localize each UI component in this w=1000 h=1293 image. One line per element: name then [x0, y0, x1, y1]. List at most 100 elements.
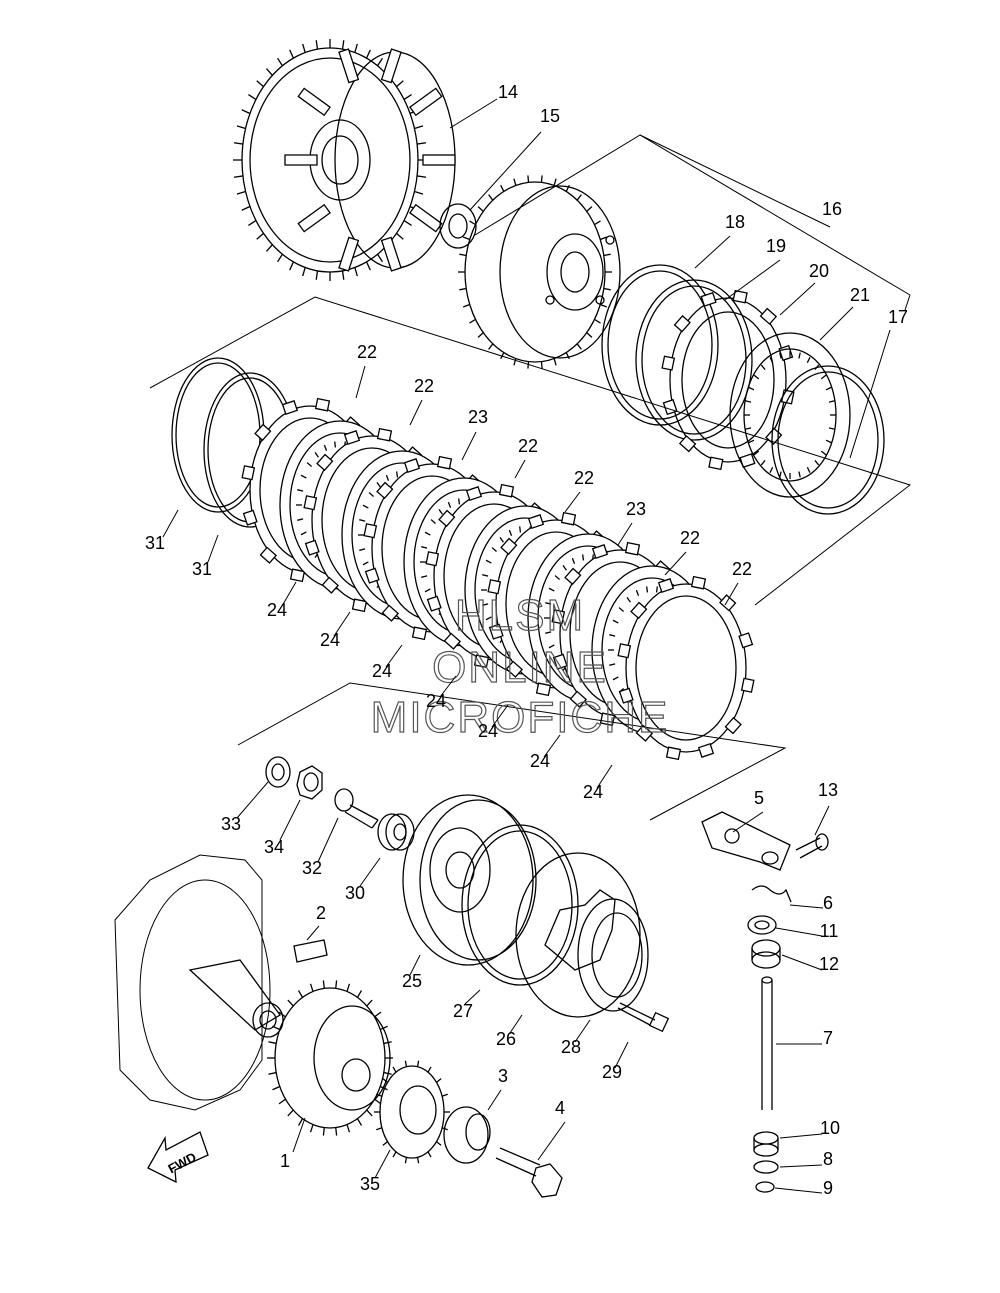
circlip-part-9 [755, 1181, 775, 1193]
leader-line [359, 857, 381, 887]
oil-seal-part-11 [747, 915, 777, 935]
crankcase-outline [114, 854, 284, 1111]
diaphragm-spring-part-26 [515, 852, 641, 1018]
washer-part-33 [265, 756, 291, 788]
leader-line [537, 1121, 566, 1161]
callout-4: 4 [555, 1098, 565, 1118]
watermark-line-2: ONLINE [432, 643, 608, 692]
leader-line [374, 1149, 391, 1179]
callout-31: 31 [145, 533, 165, 553]
callout-13: 13 [818, 780, 838, 800]
callout-24: 24 [372, 661, 392, 681]
leader-line [292, 1117, 306, 1153]
leader-line [543, 734, 561, 758]
leader-line [596, 764, 613, 789]
callout-10: 10 [820, 1118, 840, 1138]
callout-31: 31 [192, 559, 212, 579]
leader-line [514, 459, 526, 479]
callout-24: 24 [320, 630, 340, 650]
release-lever-part-5 [701, 811, 791, 871]
leader-line [317, 817, 339, 863]
bolt-part-4 [495, 1147, 563, 1198]
callout-24: 24 [426, 691, 446, 711]
bearing-part-12 [751, 939, 781, 969]
callout-15: 15 [540, 106, 560, 126]
leader-line [355, 365, 366, 399]
clutch-plate-part-21 [729, 332, 851, 498]
callout-24: 24 [530, 751, 550, 771]
callout-35: 35 [360, 1174, 380, 1194]
callout-9: 9 [823, 1178, 833, 1198]
callout-2: 2 [316, 903, 326, 923]
watermark-line-1: HLSM [455, 591, 585, 640]
callout-19: 19 [766, 236, 786, 256]
washer-part-8 [753, 1160, 779, 1174]
wire-circlip-part-17 [771, 365, 885, 515]
leader-line [333, 611, 351, 637]
callout-22: 22 [680, 528, 700, 548]
callout-leader-lines [162, 98, 891, 1194]
clutch-boss [458, 175, 621, 369]
pressure-plate-bracket [237, 682, 787, 821]
callout-34: 34 [264, 837, 284, 857]
plate-stack-bracket [149, 296, 912, 606]
callout-22: 22 [414, 376, 434, 396]
leader-line [779, 282, 816, 316]
leader-line [779, 1133, 823, 1139]
leader-line [814, 805, 830, 836]
nut-part-34 [296, 765, 323, 800]
callout-labels: 1234567891011121314151617181920212222222… [145, 82, 908, 1198]
callout-22: 22 [357, 342, 377, 362]
leader-line [449, 98, 498, 129]
leader-line [491, 704, 509, 728]
leader-line [781, 954, 823, 971]
leader-line [639, 134, 831, 228]
leader-line [614, 1041, 629, 1069]
callout-29: 29 [602, 1062, 622, 1082]
bolt-part-13 [795, 833, 829, 859]
leader-line [236, 781, 269, 819]
leader-line [162, 509, 179, 538]
push-lever-shaft-part-7 [761, 976, 773, 1110]
callout-11: 11 [820, 921, 839, 941]
callout-20: 20 [809, 261, 829, 281]
diaphragm-ring-part-27 [461, 824, 579, 986]
callout-24: 24 [583, 782, 603, 802]
callout-22: 22 [518, 436, 538, 456]
callout-27: 27 [453, 1001, 473, 1021]
fwd-label: FWD [166, 1149, 199, 1176]
callout-28: 28 [561, 1037, 581, 1057]
callout-5: 5 [754, 788, 764, 808]
callout-14: 14 [498, 82, 518, 102]
key-part-2 [293, 939, 328, 963]
leader-line [464, 989, 481, 1005]
leader-line [724, 259, 781, 301]
bushing-part-10 [753, 1131, 779, 1157]
washer-part-3 [443, 1106, 491, 1164]
bolt-part-29 [617, 1002, 670, 1033]
callout-33: 33 [221, 814, 241, 834]
callout-32: 32 [302, 858, 322, 878]
callout-8: 8 [823, 1149, 833, 1169]
spring-part-6 [751, 885, 792, 903]
callout-16: 16 [822, 199, 842, 219]
circlip-part-15 [439, 203, 477, 249]
friction-plate [617, 575, 755, 761]
leader-line [775, 927, 823, 937]
leader-line [724, 582, 739, 606]
leader-line [564, 491, 581, 513]
spring-retainer-part-28 [577, 898, 649, 1012]
forward-direction-arrow: FWD [147, 1131, 209, 1184]
leader-line [574, 1019, 591, 1043]
leader-line [207, 534, 219, 563]
leader-line [409, 399, 423, 426]
callout-1: 1 [280, 1151, 290, 1171]
leader-line [409, 954, 421, 976]
callout-25: 25 [402, 971, 422, 991]
callout-7: 7 [823, 1028, 833, 1048]
primary-gear-part-1 [267, 980, 393, 1136]
group-bracket-16 [474, 134, 911, 296]
leader-line [487, 1089, 502, 1111]
